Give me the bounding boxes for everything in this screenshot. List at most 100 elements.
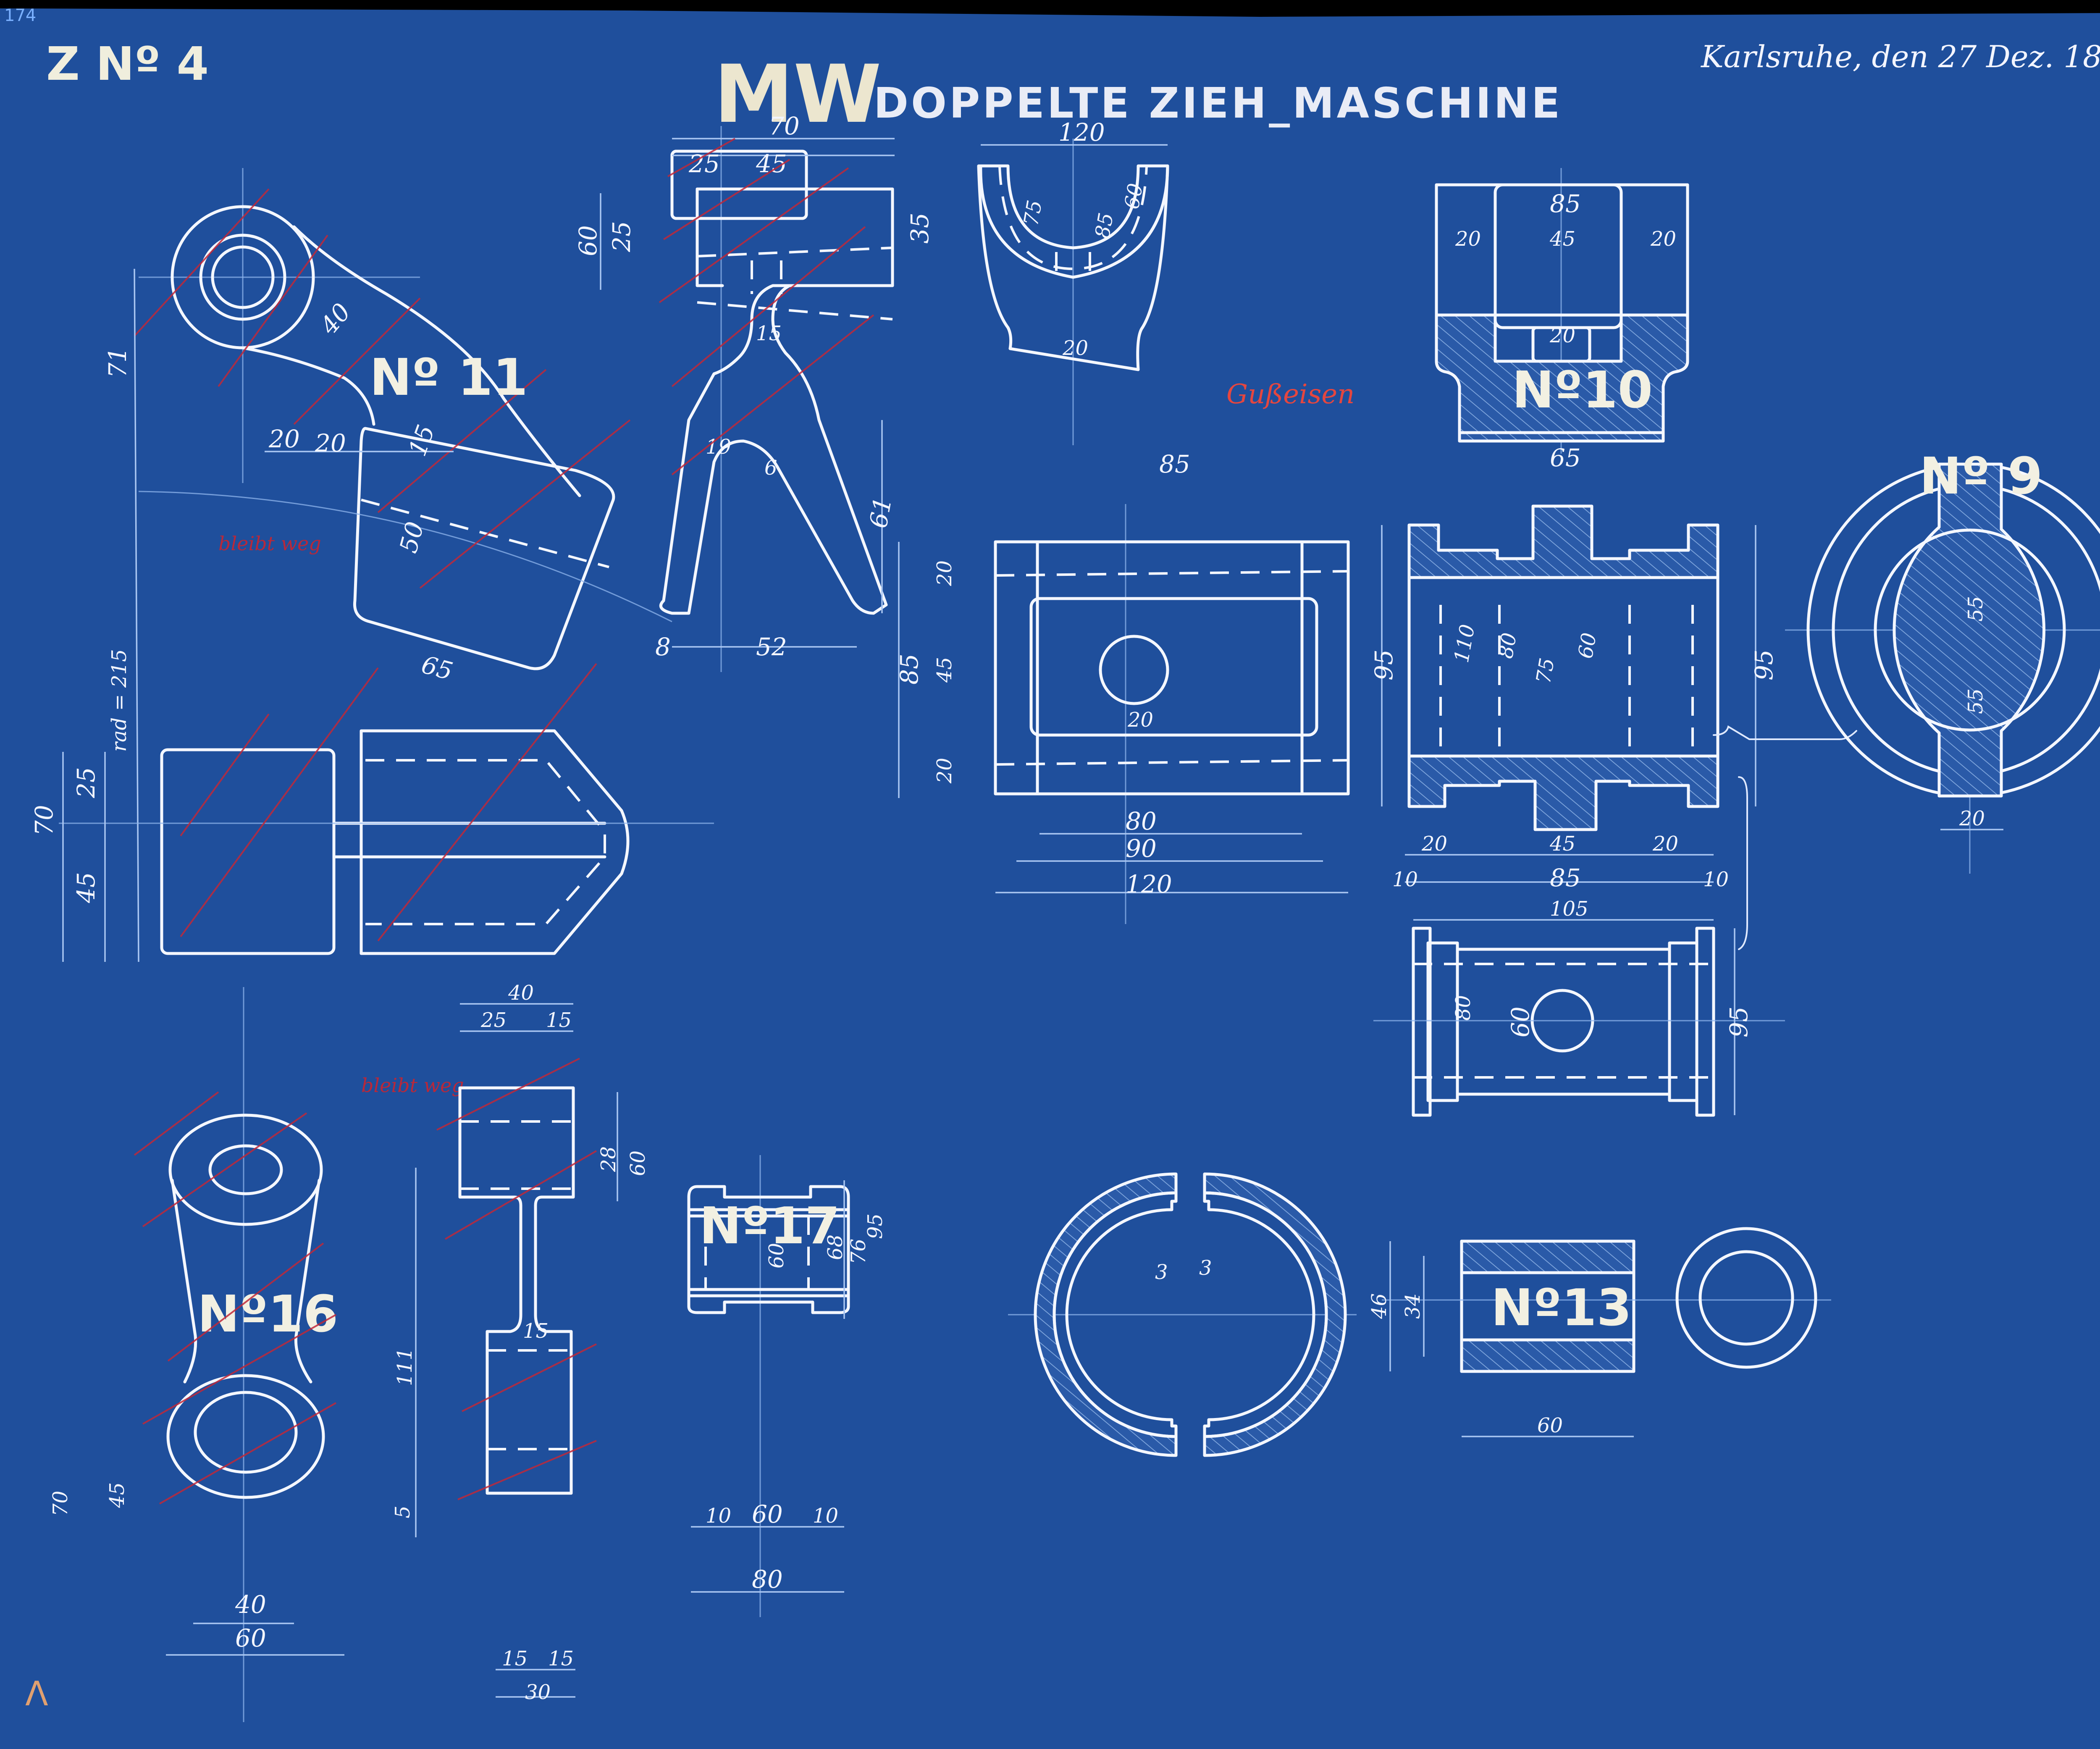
svg-text:10: 10: [813, 1504, 838, 1528]
svg-text:95: 95: [1750, 649, 1778, 680]
svg-text:60: 60: [1574, 631, 1601, 660]
svg-text:25: 25: [480, 1008, 507, 1032]
svg-text:45: 45: [1549, 227, 1575, 251]
svg-text:20: 20: [1127, 708, 1153, 732]
svg-text:90: 90: [1126, 834, 1157, 863]
lever-arm-block: [353, 427, 615, 670]
svg-text:68: 68: [824, 1234, 847, 1260]
svg-text:25: 25: [72, 767, 100, 798]
svg-text:15: 15: [546, 1008, 572, 1032]
svg-text:65: 65: [1550, 444, 1581, 472]
svg-text:20: 20: [933, 560, 956, 586]
svg-text:46: 46: [1368, 1293, 1391, 1319]
svg-text:40: 40: [235, 1590, 266, 1619]
svg-text:60: 60: [1120, 181, 1148, 211]
svg-text:15: 15: [502, 1647, 528, 1670]
svg-text:120: 120: [1058, 118, 1105, 147]
svg-text:20: 20: [1959, 807, 1985, 830]
svg-text:20: 20: [268, 425, 300, 453]
svg-text:60: 60: [574, 225, 602, 256]
svg-text:55: 55: [1964, 688, 1987, 714]
part-split-ring: 3 3: [1008, 1172, 1357, 1457]
title-mark: MW: [714, 48, 882, 141]
svg-text:10: 10: [706, 1504, 731, 1528]
part-no16: Nº16 bleibt weg 70 45 40 60 111 5: [49, 987, 464, 1722]
note-gusseisen: Gußeisen: [1226, 379, 1354, 410]
svg-text:120: 120: [1126, 870, 1172, 898]
svg-text:85: 85: [1550, 864, 1581, 892]
svg-text:6: 6: [764, 456, 777, 480]
part-no16-side: 40 25 15 28 60 15 15 15 30: [436, 981, 650, 1704]
svg-text:95: 95: [864, 1213, 887, 1239]
svg-text:60: 60: [1537, 1414, 1563, 1437]
sheet-number: Z Nº 4: [46, 37, 209, 91]
svg-text:105: 105: [1550, 897, 1588, 921]
svg-text:20: 20: [1652, 832, 1678, 856]
svg-text:45: 45: [933, 657, 956, 683]
svg-text:95: 95: [1725, 1006, 1753, 1037]
note-bleibt-weg-2: bleibt weg: [361, 1074, 464, 1097]
part-label-no11: Nº 11: [370, 349, 528, 407]
place-date: Karlsruhe, den 27 Dez. 1887: [1700, 39, 2100, 74]
fork-body: [659, 187, 894, 615]
svg-text:60: 60: [1506, 1006, 1535, 1037]
svg-text:30: 30: [525, 1681, 551, 1704]
svg-text:10: 10: [1392, 868, 1418, 891]
svg-text:15: 15: [523, 1319, 549, 1343]
svg-text:3: 3: [1199, 1256, 1212, 1280]
part-no9: Nº 9 55 55 20: [1785, 447, 2100, 874]
svg-text:60: 60: [235, 1624, 266, 1652]
drawing-title: DOPPELTE ZIEH_MASCHINE: [874, 79, 1562, 128]
svg-text:75: 75: [1532, 656, 1559, 685]
svg-text:40: 40: [508, 981, 534, 1005]
svg-text:60: 60: [765, 1243, 788, 1268]
part-label-no16: Nº16: [197, 1285, 338, 1344]
note-bleibt-weg: bleibt weg: [218, 532, 321, 555]
svg-text:95: 95: [1370, 649, 1398, 680]
svg-text:19: 19: [706, 435, 731, 459]
svg-text:60: 60: [752, 1500, 783, 1528]
svg-text:5: 5: [391, 1505, 415, 1518]
svg-text:55: 55: [1964, 596, 1987, 622]
svg-text:80: 80: [1126, 807, 1157, 835]
part-no13: Nº13 46 34 60: [1368, 1227, 1831, 1437]
svg-text:20: 20: [1549, 324, 1575, 347]
paper-background: [0, 8, 2100, 1749]
svg-text:76: 76: [847, 1239, 870, 1264]
part-label-no13: Nº13: [1491, 1279, 1632, 1337]
svg-text:52: 52: [756, 633, 787, 661]
header: 174 Z Nº 4 MW DOPPELTE ZIEH_MASCHINE Kar…: [4, 6, 2100, 141]
svg-text:20: 20: [933, 758, 956, 784]
svg-text:45: 45: [1549, 832, 1575, 856]
part-label-no10: Nº10: [1512, 361, 1653, 420]
svg-text:8: 8: [655, 633, 671, 661]
bottom-corner-mark: Λ: [25, 1674, 48, 1713]
part-bearing-half: 120 75 85 60 20 85 Gußeisen: [977, 118, 1354, 478]
corner-pencil-mark: 174: [4, 6, 36, 25]
svg-text:20: 20: [1455, 227, 1481, 251]
svg-text:20: 20: [315, 429, 346, 457]
part-no9-section: 95 110 80 75 60 95 20 45 20 10 85 10: [1370, 504, 1857, 950]
svg-text:28: 28: [597, 1146, 620, 1172]
svg-text:45: 45: [105, 1482, 129, 1508]
svg-text:35: 35: [906, 213, 934, 244]
svg-text:20: 20: [1650, 227, 1676, 251]
no11-side-view: [160, 748, 336, 955]
svg-text:61: 61: [864, 495, 898, 530]
svg-text:85: 85: [1159, 450, 1190, 478]
svg-text:20: 20: [1421, 832, 1447, 856]
svg-text:15: 15: [548, 1647, 574, 1670]
svg-text:10: 10: [1703, 868, 1729, 891]
svg-text:85: 85: [1550, 189, 1581, 218]
svg-text:45: 45: [72, 872, 100, 903]
svg-text:25: 25: [688, 150, 720, 178]
svg-text:70: 70: [769, 112, 800, 140]
svg-text:20: 20: [1062, 336, 1088, 360]
svg-text:85: 85: [895, 654, 924, 685]
svg-text:60: 60: [626, 1150, 650, 1176]
svg-text:34: 34: [1401, 1293, 1425, 1319]
svg-text:70: 70: [30, 805, 58, 836]
torn-edge: [0, 0, 2100, 17]
svg-text:25: 25: [607, 221, 636, 252]
svg-text:rad = 215: rad = 215: [108, 649, 131, 752]
